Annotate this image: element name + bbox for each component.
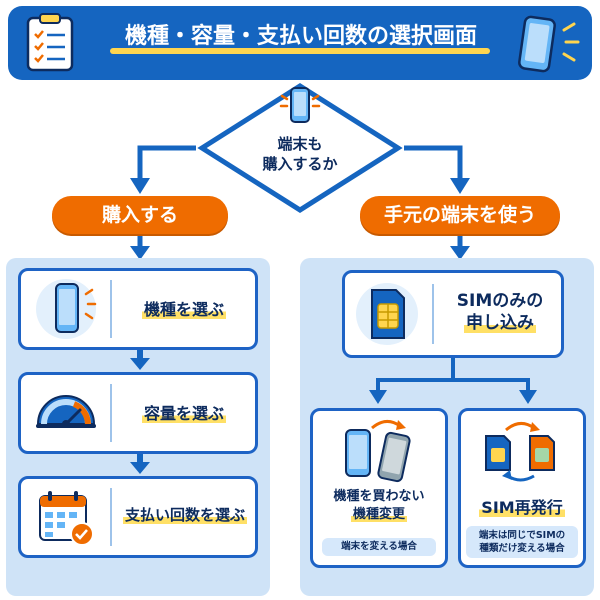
split-connector [369,358,537,404]
option-label-model-change: 機種を買わない 機種変更 [312,488,446,524]
smartphone-icon [36,279,97,339]
branch-purchase-pill: 購入する [52,196,228,234]
step-label-choose-installments: 支払い回数を選ぶ [114,504,256,525]
option-line-1: SIM再発行 [479,498,565,517]
note-line-1: 端末は同じでSIMの [478,530,566,541]
step-label-choose-capacity: 容量を選ぶ [118,400,250,424]
option-line-2: 機種変更 [350,507,407,522]
sim-only-line-2: 申し込み [464,313,536,333]
option-note-sim-reissue: 端末は同じでSIMの 種類だけ変える場合 [466,526,578,558]
header-banner [8,6,592,80]
title-underline [110,48,490,54]
option-label-sim-reissue: SIM再発行 [460,494,584,518]
divider [110,488,112,546]
sim-only-line-1: SIMのみの [456,291,544,311]
sim-card-icon [356,283,418,345]
divider [432,284,434,344]
divider [110,280,112,338]
down-arrow-icon [130,454,150,474]
calendar-check-icon [39,491,94,546]
decision-diamond [197,83,403,213]
page-title: 機種・容量・支払い回数の選択画面 [124,24,477,49]
sim-swap-icon [485,422,555,482]
down-arrow-icon [130,350,150,370]
step-label-choose-model: 機種を選ぶ [118,296,250,320]
note-line-2: 種類だけ変える場合 [479,543,565,554]
step-label-text: 機種を選ぶ [141,300,226,319]
option-line-1: 機種を買わない [333,489,425,504]
step-label-text: 容量を選ぶ [141,404,226,423]
sim-only-label: SIMのみの 申し込み [440,290,560,334]
phone-swap-icon [345,420,411,483]
decision-line-2: 購入するか [262,155,338,173]
smartphone-icon [279,87,321,123]
smartphone-icon [518,15,580,73]
option-note-model-change: 端末を変える場合 [322,538,436,556]
divider [110,384,112,442]
gauge-icon [36,395,96,428]
clipboard-checklist-icon [26,13,74,72]
decision-line-1: 端末も [277,135,323,153]
step-label-text: 支払い回数を選ぶ [122,506,247,524]
decision-label: 端末も 購入するか [230,134,370,178]
branch-own-device-pill: 手元の端末を使う [360,196,560,234]
